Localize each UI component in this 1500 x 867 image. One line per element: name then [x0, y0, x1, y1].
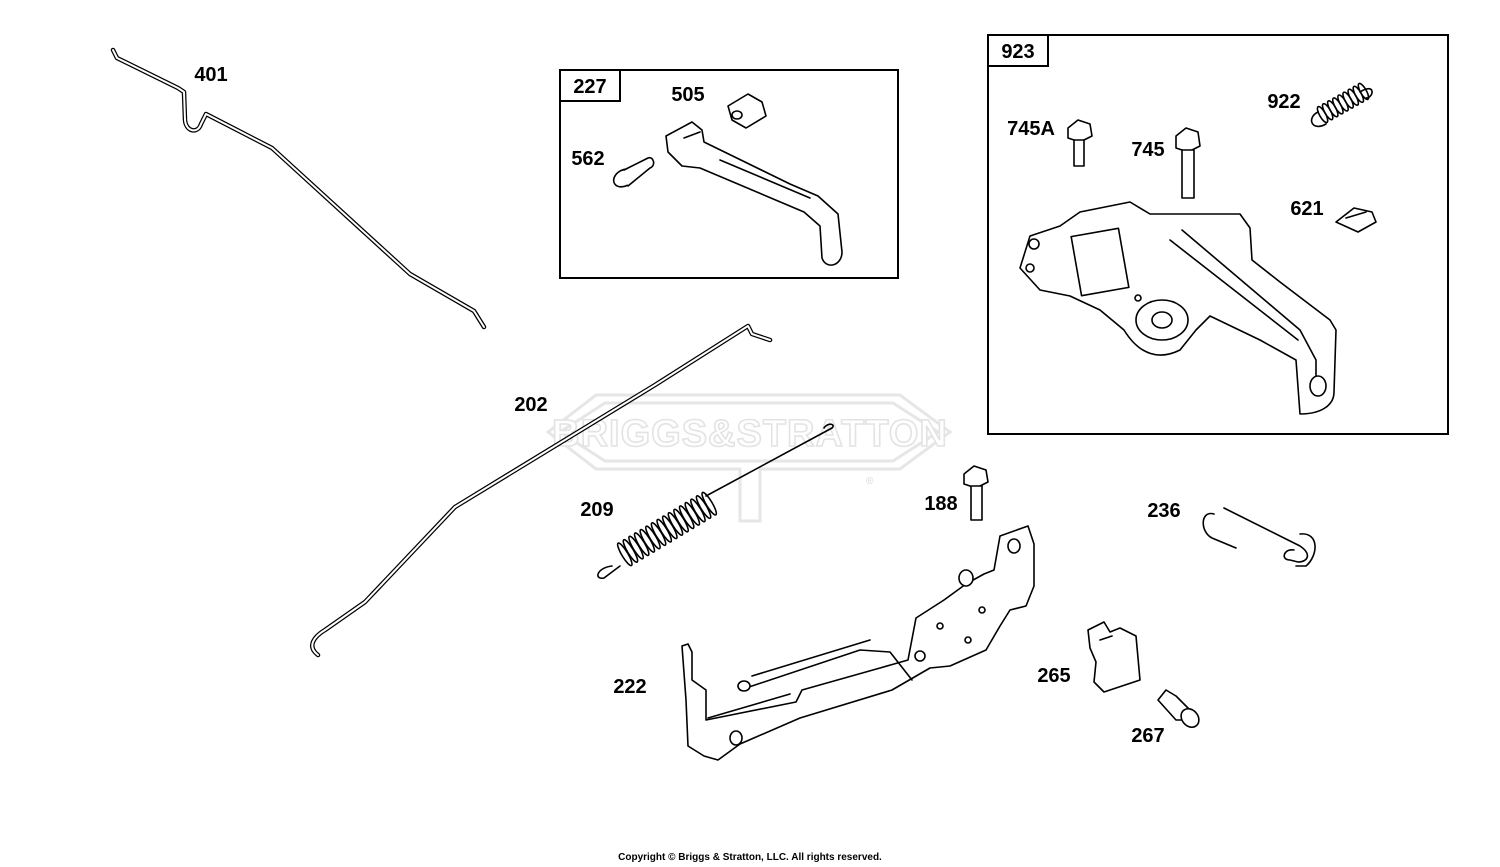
callout-401[interactable]: 401 — [194, 64, 227, 86]
part-209-spring[interactable] — [597, 423, 834, 579]
callout-222[interactable]: 222 — [613, 676, 646, 698]
part-621-clip[interactable] — [1335, 207, 1377, 233]
callout-265[interactable]: 265 — [1037, 665, 1070, 687]
callout-267[interactable]: 267 — [1131, 725, 1164, 747]
part-222-control-bracket[interactable] — [681, 525, 1035, 761]
copyright-notice: Copyright © Briggs & Stratton, LLC. All … — [618, 852, 882, 863]
watermark-text: BRIGGS&STRATTON — [552, 413, 948, 455]
brand-watermark: BRIGGS&STRATTON ® — [545, 393, 953, 523]
part-562-pin[interactable] — [610, 156, 655, 191]
kit-box-923: 923 — [987, 34, 1449, 435]
part-236-clip[interactable] — [1202, 507, 1316, 567]
callout-922[interactable]: 922 — [1267, 91, 1300, 113]
callout-labels: 401 505 562 745A 745 922 621 202 209 188… — [194, 64, 1323, 747]
part-745A-bolt[interactable] — [1067, 119, 1093, 167]
watermark-registered-mark: ® — [866, 476, 874, 487]
spring-coil — [701, 491, 718, 516]
kit-label-227[interactable]: 227 — [573, 76, 606, 98]
callout-505[interactable]: 505 — [671, 84, 704, 106]
part-265-block[interactable] — [1087, 621, 1141, 693]
callout-188[interactable]: 188 — [924, 493, 957, 515]
kit-label-923[interactable]: 923 — [1001, 41, 1034, 63]
kit-box-227: 227 — [559, 69, 899, 279]
callout-209[interactable]: 209 — [580, 499, 613, 521]
part-922-spring[interactable] — [1310, 82, 1373, 128]
callout-202[interactable]: 202 — [514, 394, 547, 416]
part-188-bolt[interactable] — [963, 465, 989, 521]
part-923-control-assembly[interactable] — [1019, 201, 1337, 415]
part-401-rod[interactable] — [110, 47, 487, 330]
callout-562[interactable]: 562 — [571, 148, 604, 170]
part-202-rod[interactable] — [310, 323, 773, 658]
part-505-spacer[interactable] — [727, 93, 767, 129]
spring-coil — [1357, 82, 1370, 101]
callout-745[interactable]: 745 — [1131, 139, 1164, 161]
part-227-lever[interactable] — [665, 121, 843, 266]
part-745-bolt[interactable] — [1175, 127, 1201, 199]
part-267-screw[interactable] — [1157, 689, 1203, 731]
callout-236[interactable]: 236 — [1147, 500, 1180, 522]
callout-621[interactable]: 621 — [1290, 198, 1323, 220]
callout-745A[interactable]: 745A — [1007, 118, 1055, 140]
